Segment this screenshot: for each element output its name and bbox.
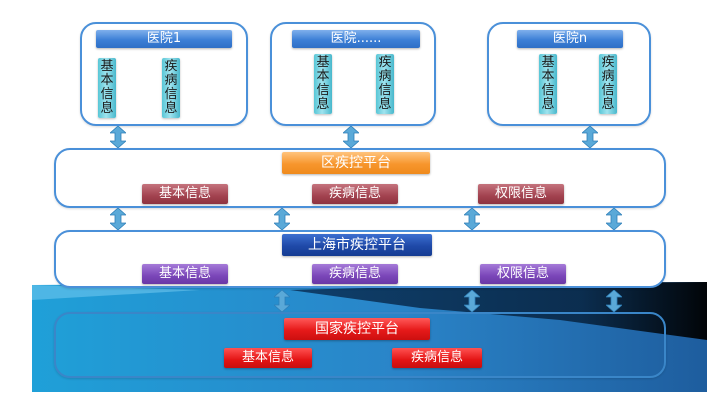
district-disease-info: 疾病信息 [312,184,398,204]
hospital-panel-2: 医院...... 基本信息 疾病信息 [270,22,436,126]
info-char: 信 [541,83,555,98]
bidirectional-arrow-icon [343,126,359,148]
hospital-title: 医院...... [292,30,420,48]
disease-info-box: 疾病信息 [162,58,180,118]
bidirectional-arrow-icon [464,290,480,312]
info-char: 信 [378,83,392,98]
info-char: 本 [541,69,555,84]
info-char: 疾 [601,55,615,70]
info-char: 病 [164,73,178,88]
info-char: 本 [100,73,114,88]
bidirectional-arrow-icon [274,290,290,312]
shanghai-disease-info: 疾病信息 [312,264,398,284]
info-char: 信 [316,83,330,98]
bidirectional-arrow-icon [606,208,622,230]
info-char: 本 [316,69,330,84]
info-char: 信 [601,83,615,98]
national-basic-info: 基本信息 [224,348,312,368]
hospital-title: 医院1 [96,30,232,48]
bidirectional-arrow-icon [464,208,480,230]
shanghai-platform-title: 上海市疾控平台 [282,234,432,256]
bidirectional-arrow-icon [274,208,290,230]
info-char: 基 [100,59,114,74]
disease-info-box: 疾病信息 [376,54,394,114]
info-char: 息 [316,97,330,112]
info-char: 息 [100,101,114,116]
info-char: 信 [164,87,178,102]
district-permission-info: 权限信息 [478,184,564,204]
hospital-title: 医院n [517,30,623,48]
bidirectional-arrow-icon [110,208,126,230]
shanghai-permission-info: 权限信息 [480,264,566,284]
info-char: 疾 [378,55,392,70]
basic-info-box: 基本信息 [539,54,557,114]
national-platform-panel: 国家疾控平台 基本信息 疾病信息 [54,312,666,378]
district-basic-info: 基本信息 [142,184,228,204]
info-char: 基 [541,55,555,70]
info-char: 息 [601,97,615,112]
hospital-panel-1: 医院1 基本信息 疾病信息 [80,22,248,126]
disease-info-box: 疾病信息 [599,54,617,114]
district-platform-panel: 区疾控平台 基本信息 疾病信息 权限信息 [54,148,666,208]
national-disease-info: 疾病信息 [392,348,482,368]
basic-info-box: 基本信息 [98,58,116,118]
info-char: 息 [378,97,392,112]
basic-info-box: 基本信息 [314,54,332,114]
info-char: 信 [100,87,114,102]
district-platform-title: 区疾控平台 [282,152,430,174]
info-char: 病 [601,69,615,84]
info-char: 息 [164,101,178,116]
shanghai-basic-info: 基本信息 [142,264,228,284]
info-char: 病 [378,69,392,84]
shanghai-platform-panel: 上海市疾控平台 基本信息 疾病信息 权限信息 [54,230,666,288]
national-platform-title: 国家疾控平台 [284,318,430,340]
info-char: 基 [316,55,330,70]
info-char: 疾 [164,59,178,74]
info-char: 息 [541,97,555,112]
bidirectional-arrow-icon [110,126,126,148]
hospital-panel-n: 医院n 基本信息 疾病信息 [487,22,651,126]
bidirectional-arrow-icon [582,126,598,148]
bidirectional-arrow-icon [606,290,622,312]
